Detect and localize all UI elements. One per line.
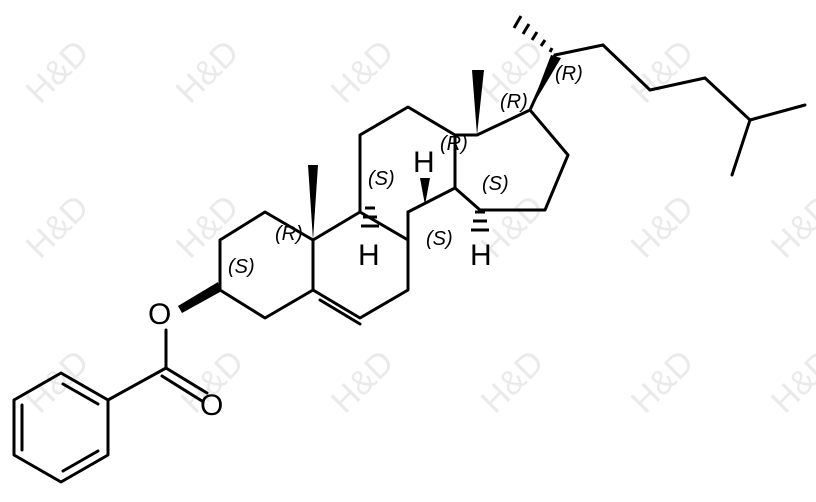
wedge-bond-o-c3 (178, 282, 220, 313)
ester-group: O O (106, 282, 223, 422)
watermark: H&D (324, 343, 402, 421)
stereo-label-c8: (S) (426, 228, 453, 250)
hashed-bond-c9-h (361, 206, 379, 228)
watermark: H&D (474, 343, 552, 421)
ring-b (311, 210, 410, 326)
watermark: H&D (624, 343, 702, 421)
watermark: H&D (169, 33, 247, 111)
stereo-hydrogens: H H H (358, 146, 492, 272)
watermark: H&D (19, 343, 97, 421)
watermark: H&D (764, 188, 816, 266)
stereo-label-c17: (R) (500, 91, 528, 113)
wedge-bond-c10-methyl (308, 165, 318, 240)
watermark: H&D (19, 33, 97, 111)
ester-oxygen-label: O (148, 298, 171, 331)
watermark: H&D (764, 343, 816, 421)
wedge-bond-c13-methyl (472, 70, 484, 135)
wedge-bond-c17-c20 (530, 55, 561, 110)
stereo-label-c3: (S) (228, 256, 255, 278)
hydrogen-label-c14: H (470, 239, 492, 272)
stereo-label-c10: (R) (275, 223, 303, 245)
watermark: H&D (19, 188, 97, 266)
watermark-layer: H&D H&D H&D H&D H&D H&D H&D H&D H&D H&D … (19, 33, 816, 421)
hydrogen-label-c9: H (358, 239, 380, 272)
hashed-bond-c14-h (471, 210, 489, 232)
watermark: H&D (624, 33, 702, 111)
side-chain (512, 15, 807, 177)
stereo-label-c14: (S) (482, 173, 509, 195)
stereo-label-c20: (R) (555, 63, 583, 85)
ring-c (358, 105, 457, 242)
stereo-label-c13: (R) (440, 133, 468, 155)
wedge-bond-c8-h (420, 178, 430, 205)
watermark: H&D (324, 33, 402, 111)
carbonyl-oxygen-label: O (200, 389, 223, 422)
ring-d (453, 108, 570, 212)
hydrogen-label-c8: H (413, 146, 435, 179)
hashed-bond-c20-methyl (512, 15, 554, 53)
stereo-descriptors: (S) (R) (S) (S) (R) (S) (R) (R) (228, 63, 583, 278)
watermark: H&D (624, 188, 702, 266)
stereo-label-c9: (S) (368, 168, 395, 190)
watermark: H&D (169, 188, 247, 266)
